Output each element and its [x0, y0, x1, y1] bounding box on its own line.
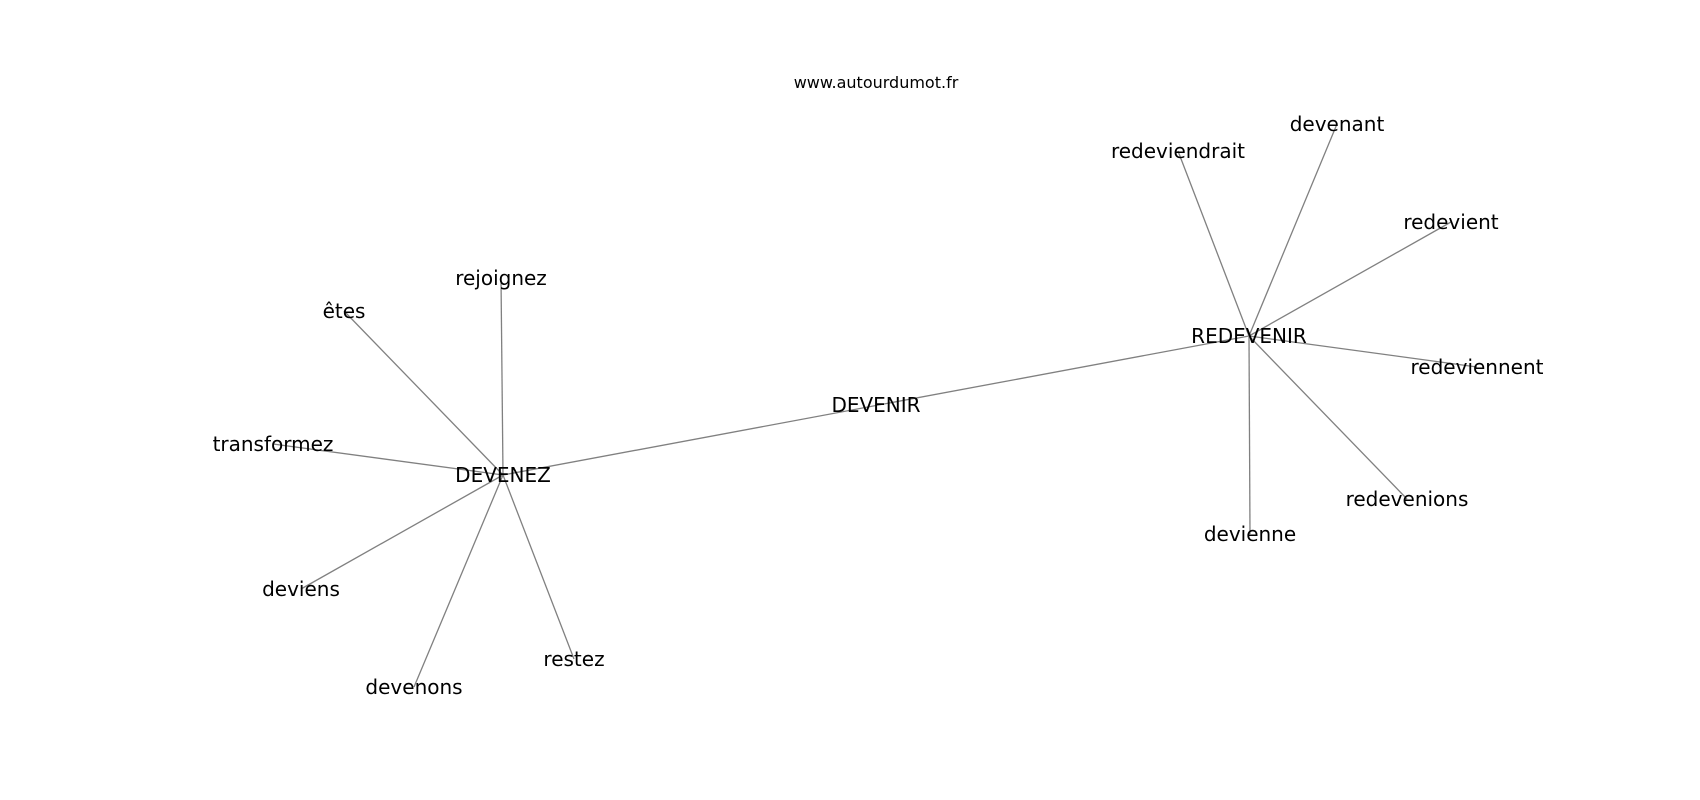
node-etes: êtes	[323, 299, 366, 323]
node-devenant: devenant	[1290, 112, 1385, 136]
edge-redevenir-redeviennent	[1248, 335, 1478, 368]
edge-devenez-rejoignez	[500, 277, 504, 476]
node-devenir: DEVENIR	[831, 393, 920, 417]
site-label: www.autourdumot.fr	[794, 73, 959, 92]
node-redevient: redevient	[1403, 210, 1498, 234]
edge-redevenir-redevient	[1248, 221, 1452, 337]
node-devenons: devenons	[365, 675, 462, 699]
edge-redevenir-redevenions	[1248, 335, 1408, 500]
node-redeviendrait: redeviendrait	[1111, 139, 1245, 163]
node-transformez: transformez	[213, 432, 334, 456]
edge-devenez-redevenir	[502, 335, 1250, 476]
edge-devenez-etes	[343, 310, 504, 476]
edge-devenez-deviens	[300, 474, 504, 590]
edge-devenez-transformez	[272, 443, 504, 476]
node-redevenir: REDEVENIR	[1191, 324, 1307, 348]
node-redeviennent: redeviennent	[1411, 355, 1544, 379]
edge-redevenir-devienne	[1248, 335, 1251, 535]
graph-edges	[272, 123, 1478, 688]
node-restez: restez	[543, 647, 604, 671]
node-deviens: deviens	[262, 577, 340, 601]
edge-devenez-restez	[502, 474, 575, 660]
graph-nodes: DEVENIR DEVENEZ REDEVENIR rejoignez êtes tran…	[213, 112, 1544, 699]
node-devienne: devienne	[1204, 522, 1296, 546]
node-rejoignez: rejoignez	[455, 266, 547, 290]
edge-redevenir-redeviendrait	[1177, 150, 1250, 337]
node-redevenions: redevenions	[1346, 487, 1469, 511]
edge-devenez-devenons	[413, 474, 504, 688]
node-devenez: DEVENEZ	[455, 463, 551, 487]
edge-redevenir-devenant	[1248, 123, 1338, 337]
